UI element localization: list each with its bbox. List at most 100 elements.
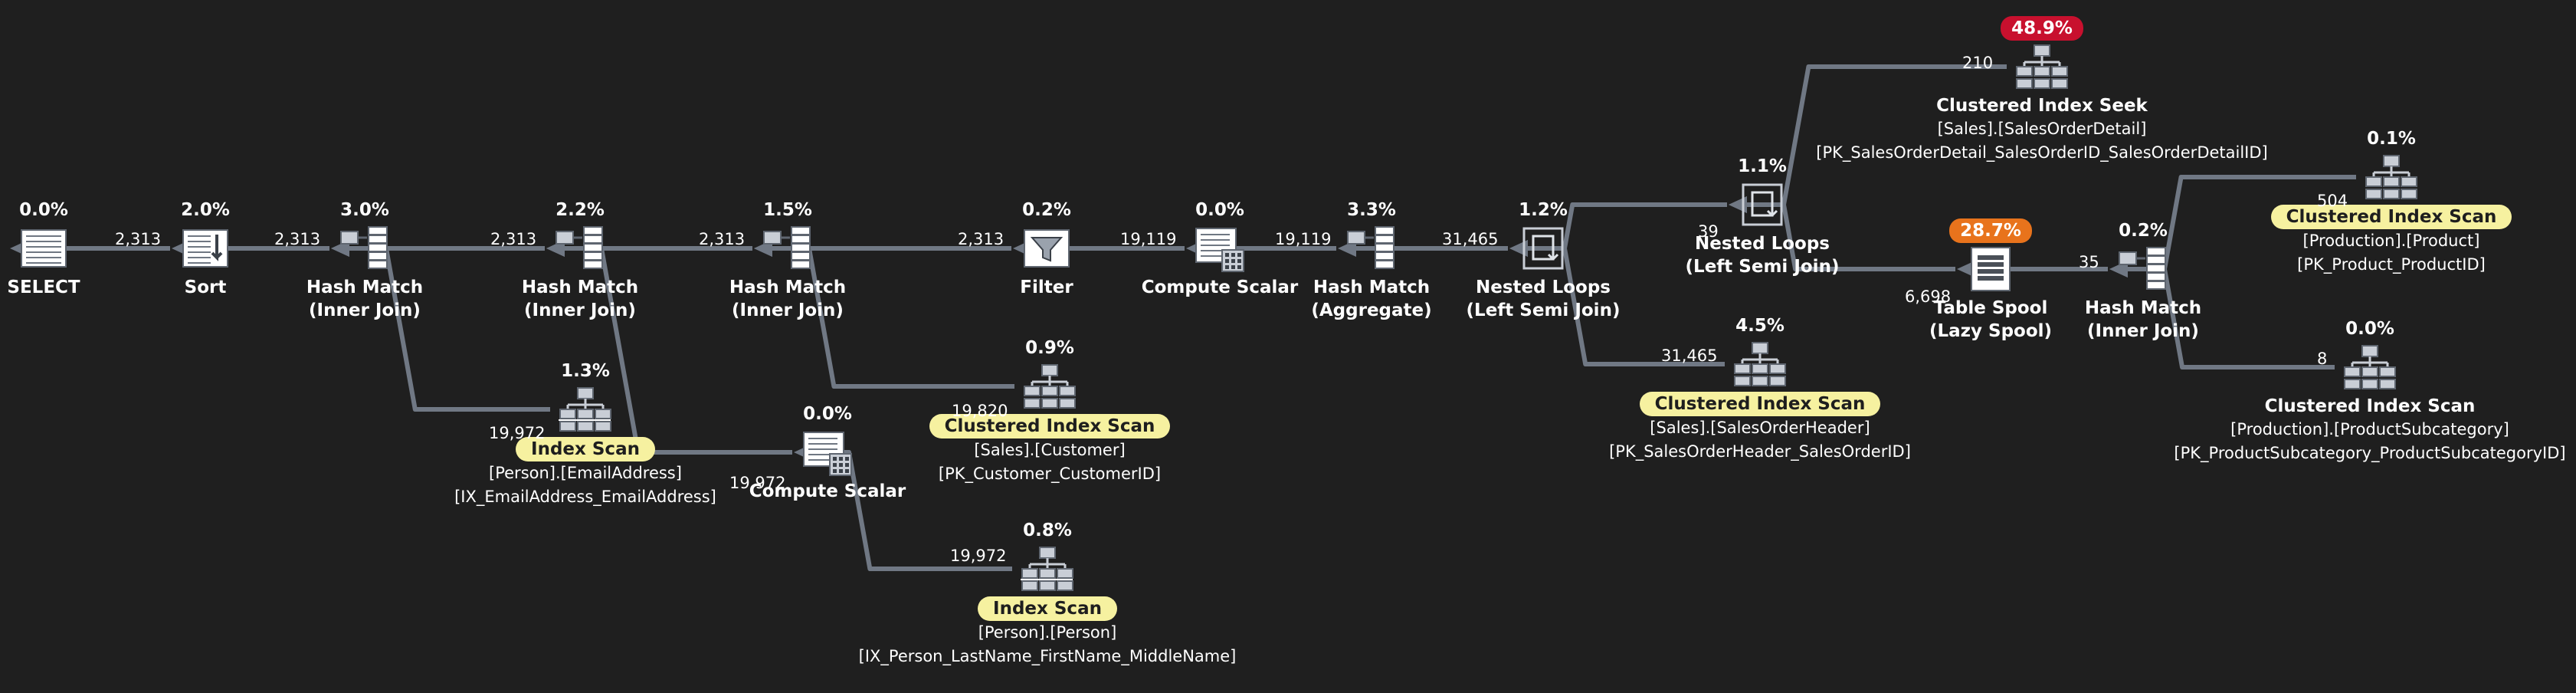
operator-object: [PK_SalesOrderHeader_SalesOrderID]: [1609, 442, 1911, 461]
operator-name: Hash Match: [1313, 278, 1431, 297]
operator-object: [Person].[Person]: [978, 623, 1117, 642]
plan-node-is_person[interactable]: 0.8%Index Scan[Person].[Person][IX_Perso…: [818, 518, 1277, 668]
operator-name: Compute Scalar: [749, 481, 906, 501]
plan-node-nl1[interactable]: 1.2%Nested Loops(Left Semi Join): [1313, 198, 1773, 322]
operator-cost: 0.0%: [19, 200, 68, 220]
operator-name: SELECT: [7, 278, 80, 297]
operator-object: [PK_Product_ProductID]: [2297, 255, 2486, 274]
row-count-label: 19,820: [952, 402, 1008, 420]
operator-object: [Production].[Product]: [2302, 232, 2480, 250]
operator-cost: 3.3%: [1347, 200, 1396, 220]
clustered-index-icon: [2016, 44, 2068, 89]
operator-cost: 3.0%: [340, 200, 389, 220]
row-count-label: 2,313: [699, 230, 746, 248]
plan-node-hash3[interactable]: 1.5% Hash Match (Inner Join): [558, 198, 1018, 322]
row-count-label: 2,313: [490, 230, 537, 248]
select-icon: [21, 229, 67, 268]
operator-name: Hash Match: [2084, 298, 2202, 318]
operator-cost: 0.9%: [1025, 338, 1074, 358]
row-count-label: 31,465: [1661, 346, 1718, 365]
row-count-label: 19,119: [1275, 230, 1332, 248]
clustered-index-icon: [2344, 345, 2396, 389]
index-scan-icon: [559, 387, 611, 432]
operator-name: Clustered Index Seek: [1936, 96, 2148, 116]
row-count-label: 504: [2317, 192, 2348, 210]
plan-node-nl2[interactable]: 1.1%Nested Loops(Left Semi Join): [1532, 154, 1992, 278]
hash-match-icon: [2119, 247, 2166, 290]
operator-name: Hash Match: [306, 278, 424, 297]
plan-node-spool[interactable]: 28.7% Table Spool (Lazy Spool): [1761, 218, 2220, 343]
edge-is_email-to-hash1: [346, 246, 550, 412]
operator-name: Filter: [1020, 278, 1073, 297]
operator-cost: 0.0%: [2345, 319, 2394, 339]
index-scan-icon: [1021, 547, 1073, 591]
edge-cis_subcat-to-hash4: [2125, 267, 2335, 369]
row-count-label: 19,119: [1120, 230, 1177, 248]
operator-cost: 0.0%: [803, 404, 852, 424]
operator-subtype: (Inner Join): [732, 301, 844, 320]
operator-subtype: (Inner Join): [309, 301, 421, 320]
operator-cost: 0.2%: [2119, 221, 2168, 241]
operator-object: [Sales].[Customer]: [974, 441, 1126, 459]
operator-object: [Sales].[SalesOrderHeader]: [1650, 419, 1870, 437]
plan-node-seek[interactable]: 48.9% Clustered Index Seek [Sales].[SalesO…: [1812, 16, 2272, 165]
edge-compute2-to-hash2: [562, 246, 792, 455]
operator-object: [PK_Customer_CustomerID]: [938, 465, 1162, 483]
plan-node-compute1[interactable]: 0.0%Compute Scalar: [990, 198, 1450, 299]
operator-cost: 0.1%: [2367, 129, 2416, 149]
operator-subtype: (Left Semi Join): [1685, 257, 1840, 277]
plan-node-hash1[interactable]: 3.0% Hash Match (Inner Join): [135, 198, 595, 322]
operator-name: Hash Match: [521, 278, 639, 297]
row-count-label: 35: [2079, 253, 2099, 271]
row-count-label: 19,972: [950, 547, 1007, 565]
plan-node-cis_soh[interactable]: 4.5% Clustered Index Scan [Sales].[SalesOr…: [1530, 314, 1990, 464]
operator-name: Clustered Index Scan: [929, 414, 1171, 438]
nested-loops-icon: [1522, 227, 1564, 270]
filter-icon: [1024, 229, 1070, 268]
operator-cost: 2.2%: [556, 200, 605, 220]
row-count-label: 2,313: [274, 230, 321, 248]
operator-object: [PK_SalesOrderDetail_SalesOrderID_SalesO…: [1816, 143, 2268, 162]
operator-object: [PK_ProductSubcategory_ProductSubcategor…: [2174, 444, 2566, 462]
operator-name: Table Spool: [1933, 298, 2048, 318]
row-count-label: 6,698: [1905, 287, 1952, 306]
row-count-label: 2,313: [958, 230, 1005, 248]
plan-node-cis_cust[interactable]: 0.9% Clustered Index Scan [Sales].[Custome…: [820, 336, 1280, 486]
operator-cost: 4.5%: [1735, 316, 1785, 336]
plan-node-cis_subcat[interactable]: 0.0%Clustered Index Scan[Production].[Pr…: [2140, 317, 2576, 465]
operator-subtype: (Inner Join): [524, 301, 636, 320]
plan-node-is_email[interactable]: 1.3%Index Scan[Person].[EmailAddress][IX…: [356, 359, 815, 509]
operator-object: [Sales].[SalesOrderDetail]: [1937, 120, 2147, 138]
operator-cost: 48.9%: [2001, 16, 2083, 41]
operator-cost: 1.2%: [1519, 200, 1568, 220]
plan-node-sort[interactable]: 2.0% Sort: [0, 198, 435, 299]
operator-name: Index Scan: [516, 437, 655, 461]
plan-node-filter[interactable]: 0.2% Filter: [817, 198, 1277, 299]
row-count-label: 19,972: [729, 474, 786, 492]
operator-cost: 1.5%: [763, 200, 812, 220]
edge-spool-to-nl2: [1744, 202, 1955, 271]
plan-node-hash4[interactable]: 0.2%Hash Match(Inner Join): [1913, 218, 2373, 343]
operator-name: Clustered Index Scan: [2264, 396, 2476, 416]
operator-cost: 1.1%: [1738, 156, 1787, 176]
compute-scalar-icon: [1195, 228, 1244, 272]
operator-object: [Person].[EmailAddress]: [489, 464, 682, 482]
plan-node-hash2[interactable]: 2.2% Hash Match (Inner Join): [350, 198, 810, 322]
plan-node-select[interactable]: 0.0% SELECT: [0, 198, 274, 299]
operator-cost: 2.0%: [181, 200, 230, 220]
operator-cost: 0.8%: [1023, 521, 1072, 540]
operator-subtype: (Aggregate): [1311, 301, 1432, 320]
operator-object: [IX_EmailAddress_EmailAddress]: [454, 488, 716, 506]
operator-name: Nested Loops: [1475, 278, 1611, 297]
operator-name: Hash Match: [729, 278, 847, 297]
operator-cost: 28.7%: [1949, 218, 2032, 243]
operator-name: Clustered Index Scan: [1639, 392, 1881, 416]
plan-node-compute2[interactable]: 0.0% Compute Scalar: [598, 402, 1057, 503]
table-spool-icon: [1971, 247, 2011, 291]
operator-name: Sort: [184, 278, 227, 297]
row-count-label: 31,465: [1442, 230, 1499, 248]
plan-node-cis_product[interactable]: 0.1%Clustered Index Scan[Production].[Pr…: [2161, 126, 2576, 277]
operator-cost: 0.2%: [1022, 200, 1071, 220]
plan-node-hashagg[interactable]: 3.3% Hash Match (Aggregate): [1142, 198, 1601, 322]
operator-subtype: (Lazy Spool): [1929, 321, 2053, 341]
